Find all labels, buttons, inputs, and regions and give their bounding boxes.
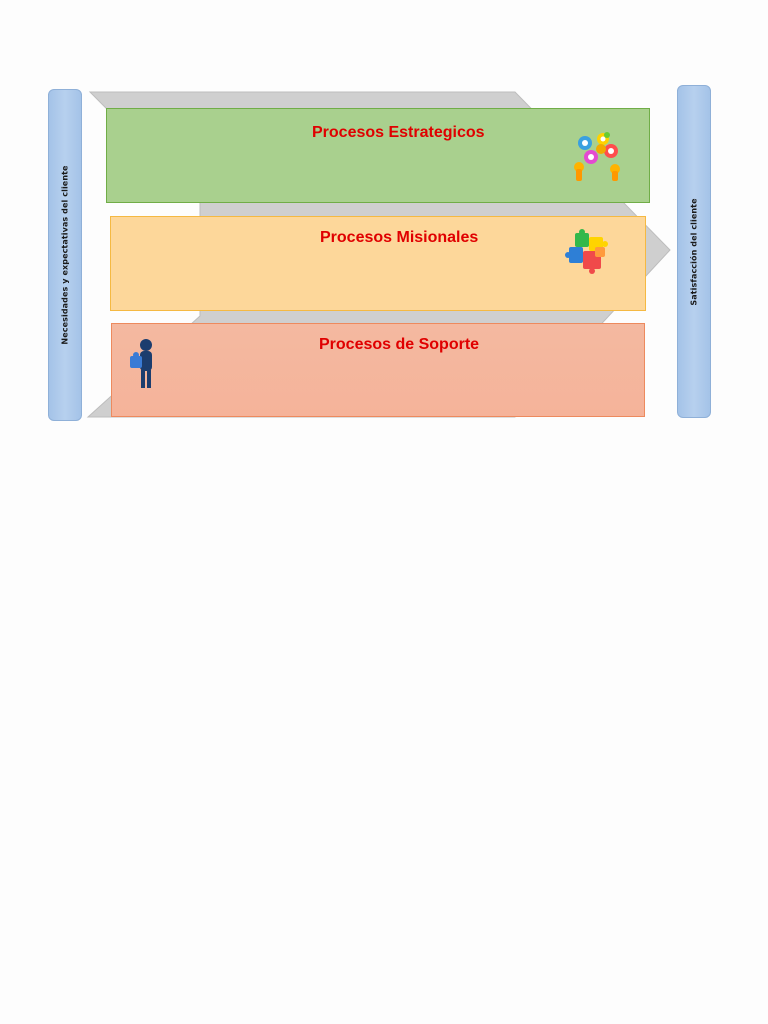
gears-icon — [574, 132, 620, 181]
support-processes-box: Procesos de Soporte — [111, 323, 645, 417]
process-map-diagram: Necesidades y expectativas del cliente S… — [0, 0, 768, 440]
customer-needs-bar: Necesidades y expectativas del cliente — [48, 89, 82, 421]
customer-satisfaction-bar: Satisfacción del cliente — [677, 85, 711, 418]
customer-needs-label: Necesidades y expectativas del cliente — [60, 165, 70, 345]
person-icon — [130, 339, 152, 388]
puzzle-icon — [565, 229, 608, 274]
strategic-processes-title: Procesos Estrategicos — [312, 124, 485, 141]
mission-processes-title: Procesos Misionales — [320, 229, 479, 246]
mission-processes-box: Procesos Misionales — [110, 216, 646, 311]
support-processes-title: Procesos de Soporte — [319, 336, 480, 353]
customer-satisfaction-label: Satisfacción del cliente — [689, 197, 699, 306]
strategic-processes-box: Procesos Estrategicos — [106, 108, 650, 203]
